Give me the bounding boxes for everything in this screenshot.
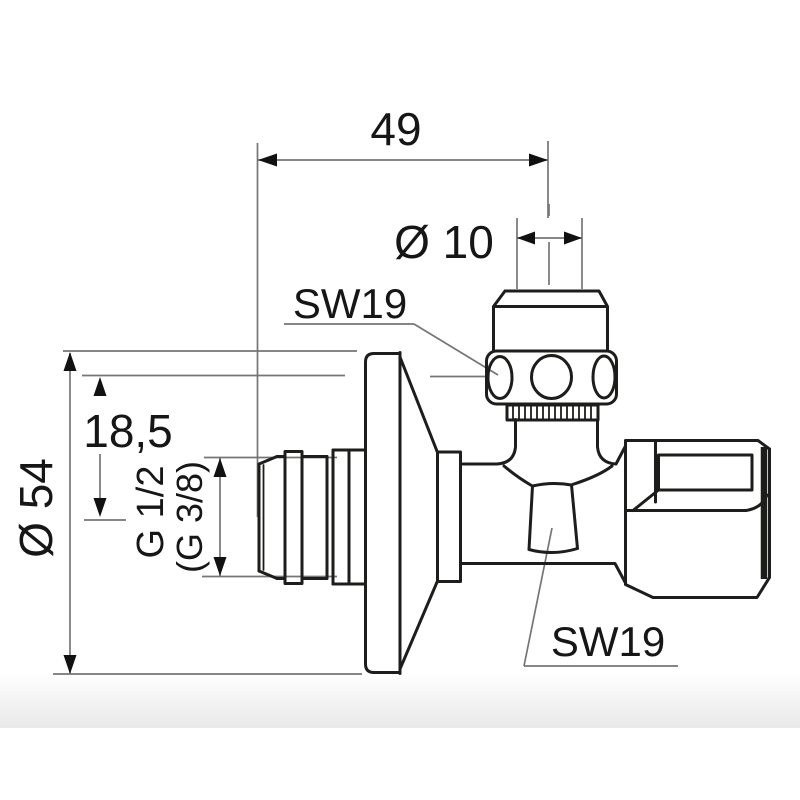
nut-outline (624, 439, 771, 599)
bonnet-thread-ring (505, 403, 600, 422)
nut-mid-line (624, 493, 769, 512)
valve-body (459, 418, 627, 585)
knob-grip-right (591, 354, 617, 400)
arrowhead-down (93, 498, 107, 517)
male-thread-connection (257, 448, 367, 586)
thread-size-alt-label: (G 3/8) (169, 461, 210, 573)
flange-cone (398, 355, 439, 671)
thread-outer-edges (275, 455, 329, 580)
arrowhead-right (564, 231, 582, 245)
label-sw19-bottom: SW19 (551, 618, 665, 665)
thread-tip-chamfers (257, 455, 279, 580)
dimension-value-d10: Ø 10 (394, 216, 494, 268)
dimension-thread-size: G 1/2 (G 3/8) (130, 456, 337, 578)
washer (331, 448, 367, 586)
wall-flange (364, 351, 462, 675)
dimension-total-depth-49: 49 (256, 103, 549, 517)
thread-runout-ring (283, 450, 304, 585)
dimension-flange-diameter-54: Ø 54 (10, 350, 362, 675)
flange-outline (364, 352, 402, 674)
valve-outline (257, 289, 771, 675)
label-wrench-size-bottom: SW19 (523, 527, 678, 667)
hex-flats-sw19 (527, 482, 579, 554)
thread-ring-hatching (512, 405, 592, 420)
body-top-right-and-shoulder (596, 418, 627, 466)
label-sw19-top: SW19 (293, 280, 407, 327)
thread-size-label: G 1/2 (130, 466, 172, 559)
shadow-band (0, 673, 800, 728)
compression-nut (624, 439, 771, 599)
cap-outline (492, 289, 609, 353)
knob-grip-center (530, 354, 573, 400)
leader-line (413, 323, 499, 376)
arrowhead-left (517, 231, 535, 245)
dimension-value-d54: Ø 54 (10, 458, 62, 558)
arrowhead-up (93, 377, 107, 396)
arrowhead-down (63, 655, 77, 674)
nut-recess (657, 453, 754, 492)
arrowhead-right (529, 153, 548, 167)
dimension-pipe-diameter-10: Ø 10 (394, 204, 583, 289)
hex-boss-curves (502, 464, 614, 487)
label-wrench-size-top: SW19 (284, 280, 499, 376)
body-bottom-edge (459, 562, 627, 585)
nut-recess-chamfer (631, 488, 660, 512)
arrowhead-left (258, 153, 277, 167)
flange-collar (436, 450, 462, 583)
body-top-left-and-bonnet-fillet (459, 418, 517, 466)
dimension-value-49: 49 (370, 103, 421, 155)
dimension-offset-18-5: 18,5 (82, 374, 487, 521)
dimension-value-18-5: 18,5 (83, 405, 173, 457)
knob-grip-left (486, 355, 514, 400)
arrowhead-up (213, 458, 227, 477)
arrowhead-down (213, 557, 227, 576)
arrowhead-up (63, 352, 77, 371)
knurled-knob (485, 349, 618, 406)
top-cap (492, 289, 609, 353)
